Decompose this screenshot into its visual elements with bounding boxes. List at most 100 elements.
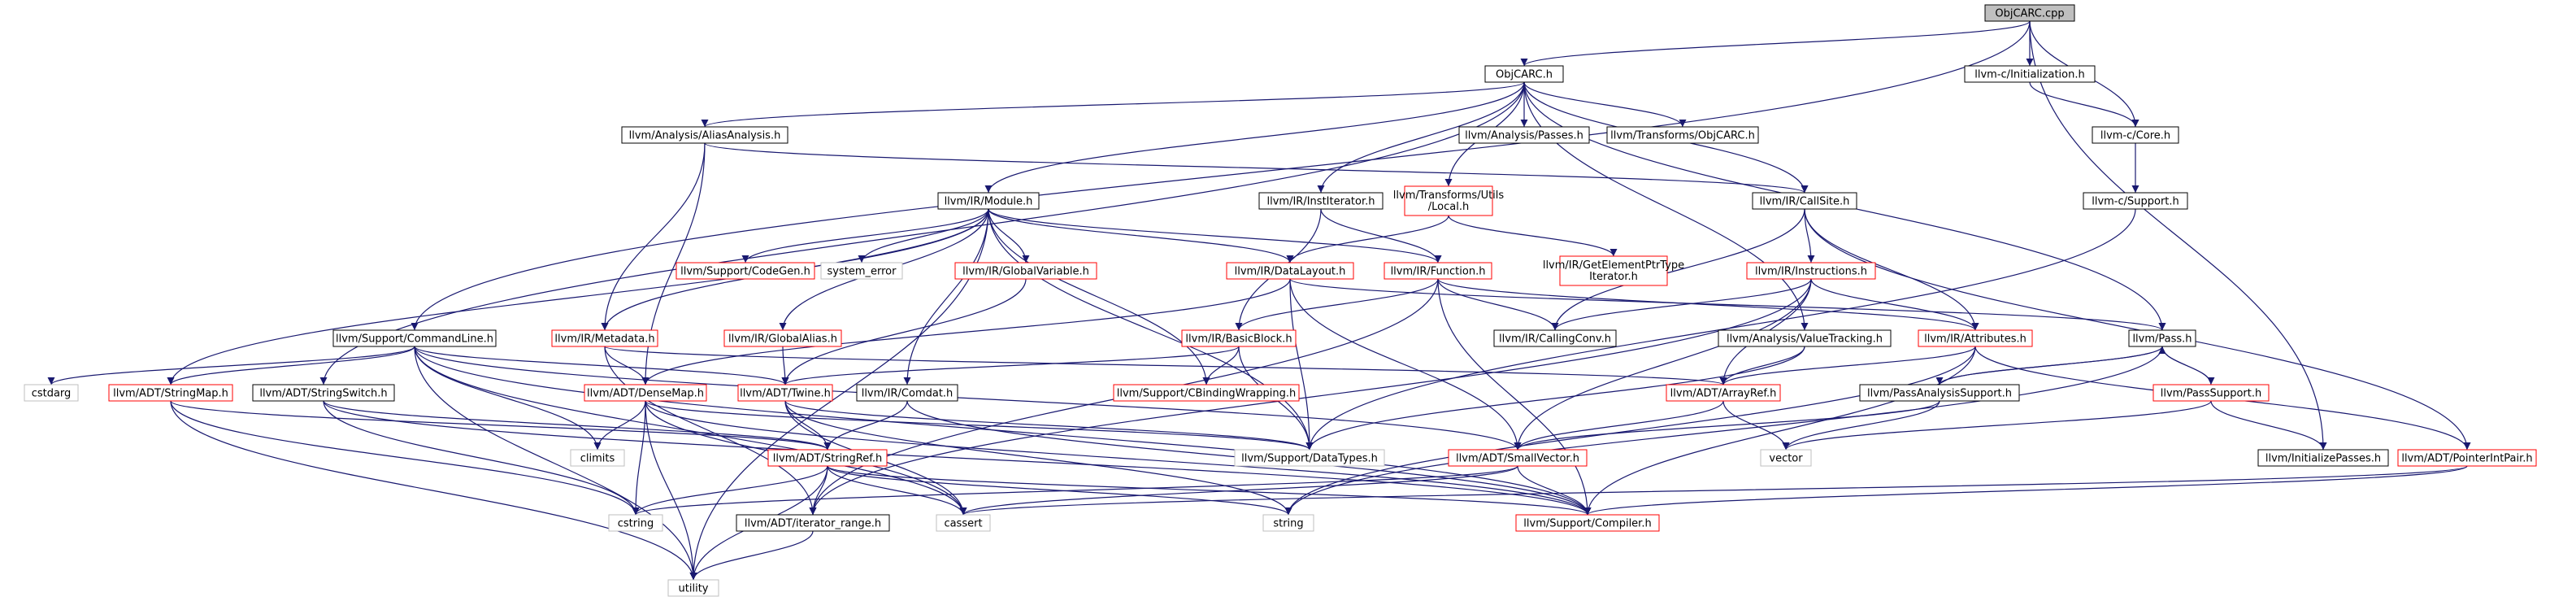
node-box	[2083, 192, 2188, 210]
node-iterrange[interactable]: llvm/ADT/iterator_range.h	[736, 514, 890, 532]
node-globalalias[interactable]: llvm/IR/GlobalAlias.h	[723, 329, 842, 347]
node-stringmap[interactable]: llvm/ADT/StringMap.h	[108, 384, 233, 402]
node-callingconv[interactable]: llvm/IR/CallingConv.h	[1493, 329, 1617, 347]
node-label: llvm/ADT/Twine.h	[740, 388, 831, 400]
edge-metadata-to-densemap	[604, 346, 649, 385]
edge-instructions-to-callingconv	[1551, 278, 1812, 331]
node-pas[interactable]: llvm/PassAnalysisSupport.h	[1859, 384, 2020, 402]
edge-cmdline-to-cassert	[414, 346, 967, 516]
edge-line	[1804, 208, 2471, 451]
node-valuetracking[interactable]: llvm/Analysis/ValueTracking.h	[1718, 329, 1892, 347]
edge-stringmap-to-utility	[170, 400, 697, 581]
edge-line	[604, 346, 649, 385]
edge-cmdline-to-twine	[414, 346, 789, 385]
edge-c_support-to-datatypes	[1305, 208, 2136, 451]
node-c-core[interactable]: llvm-c/Core.h	[2092, 126, 2179, 144]
node-label: llvm/ADT/ArrayRef.h	[1670, 388, 1777, 400]
node-comdat[interactable]: llvm/IR/Comdat.h	[856, 384, 958, 402]
node-arrayref[interactable]: llvm/ADT/ArrayRef.h	[1666, 384, 1781, 402]
node-metadata[interactable]: llvm/IR/Metadata.h	[551, 329, 658, 347]
edge-line	[809, 465, 828, 516]
edge-pas-to-smallvector	[1514, 400, 1940, 451]
node-compiler[interactable]: llvm/Support/Compiler.h	[1515, 514, 1660, 532]
node-smallvector[interactable]: llvm/ADT/SmallVector.h	[1448, 449, 1588, 467]
edge-line	[47, 346, 415, 385]
edge-function-to-attributes	[1437, 278, 1979, 331]
node-cmdline[interactable]: llvm/Support/CommandLine.h	[332, 329, 497, 347]
edge-line	[988, 208, 1294, 263]
edge-line	[784, 400, 1292, 516]
node-codegen[interactable]: llvm/Support/CodeGen.h	[675, 262, 815, 280]
edge-cmdline-to-smallvector	[414, 346, 1522, 451]
node-callsite[interactable]: llvm/IR/CallSite.h	[1752, 192, 1857, 210]
node-passes[interactable]: llvm/Analysis/Passes.h	[1458, 126, 1590, 144]
node-label: llvm/IR/Module.h	[945, 196, 1033, 208]
edge-line	[167, 346, 415, 385]
edge-stringref-to-string	[827, 465, 1292, 516]
node-stringref[interactable]: llvm/ADT/StringRef.h	[767, 449, 888, 467]
edge-valuetracking-to-datatypes	[1305, 346, 1805, 451]
edge-cmdline-to-compiler	[414, 346, 1592, 516]
node-densemap[interactable]: llvm/ADT/DenseMap.h	[584, 384, 707, 402]
node-module[interactable]: llvm/IR/Module.h	[937, 192, 1040, 210]
node-box	[936, 514, 991, 532]
edge-line	[823, 400, 908, 451]
edge-line	[604, 346, 817, 516]
node-vector: vector	[1760, 449, 1812, 467]
node-box	[551, 329, 658, 347]
node-twine[interactable]: llvm/ADT/Twine.h	[737, 384, 833, 402]
edge-line	[632, 465, 828, 516]
edge-line	[1722, 400, 1790, 451]
node-instructions[interactable]: llvm/IR/Instructions.h	[1746, 262, 1876, 280]
edge-line	[1317, 81, 1525, 194]
node-cbinding[interactable]: llvm/Support/CBindingWrapping.h	[1113, 384, 1300, 402]
node-label: llvm/ADT/SmallVector.h	[1456, 453, 1579, 465]
node-box	[736, 514, 890, 532]
edge-line	[414, 346, 789, 385]
node-label: cassert	[944, 518, 982, 530]
node-box	[820, 262, 903, 280]
edge-line	[784, 400, 1314, 451]
node-function[interactable]: llvm/IR/Function.h	[1384, 262, 1492, 280]
edge-line	[1286, 215, 1449, 263]
node-pointerintpair[interactable]: llvm/ADT/PointerIntPair.h	[2397, 449, 2537, 467]
edge-datalayout-to-smallvector	[1289, 278, 1522, 451]
node-objcarc-h[interactable]: ObjCARC.h	[1484, 65, 1564, 83]
node-institer[interactable]: llvm/IR/InstIterator.h	[1258, 192, 1384, 210]
edge-line	[604, 346, 1727, 385]
node-c-init[interactable]: llvm-c/Initialization.h	[1964, 65, 2096, 83]
node-t-objcarc[interactable]: llvm/Transforms/ObjCARC.h	[1606, 126, 1759, 144]
edge-passsupport-to-initpasses	[2210, 400, 2327, 451]
node-datalayout[interactable]: llvm/IR/DataLayout.h	[1226, 262, 1354, 280]
node-label: climits	[580, 453, 615, 465]
node-objcarc-cpp[interactable]: ObjCARC.cpp	[1984, 4, 2075, 22]
node-stringswitch[interactable]: llvm/ADT/StringSwitch.h	[252, 384, 395, 402]
node-label: llvm/InitializePasses.h	[2265, 453, 2381, 465]
edge-stringmap-to-cstring	[170, 400, 640, 516]
node-attributes[interactable]: llvm/IR/Attributes.h	[1918, 329, 2033, 347]
edge-stringswitch-to-stringref	[323, 400, 832, 451]
edge-callsite-to-attributes	[1804, 208, 1979, 331]
edge-line	[1520, 20, 2031, 67]
node-box	[1404, 185, 1493, 216]
edge-attributes-to-string	[1284, 346, 1976, 516]
edge-twine-to-datatypes	[784, 400, 1314, 451]
node-pass[interactable]: llvm/Pass.h	[2128, 329, 2196, 347]
edge-passsupport-to-vector	[1782, 400, 2212, 451]
edge-instructions-to-attributes	[1810, 278, 1979, 331]
edge-line	[1437, 278, 1979, 331]
node-c-support[interactable]: llvm-c/Support.h	[2083, 192, 2188, 210]
node-aa[interactable]: llvm/Analysis/AliasAnalysis.h	[621, 126, 788, 144]
node-box	[1984, 4, 2075, 22]
node-label: llvm/IR/GlobalAlias.h	[728, 333, 837, 346]
node-label: llvm-c/Core.h	[2100, 130, 2170, 142]
node-local[interactable]: llvm/Transforms/Utils/Local.h	[1393, 185, 1505, 216]
edge-line	[170, 400, 832, 451]
node-box	[2128, 329, 2196, 347]
node-label: llvm/IR/Attributes.h	[1924, 333, 2026, 346]
node-basicblock[interactable]: llvm/IR/BasicBlock.h	[1181, 329, 1297, 347]
node-passsupport[interactable]: llvm/PassSupport.h	[2152, 384, 2270, 402]
node-globalvar[interactable]: llvm/IR/GlobalVariable.h	[954, 262, 1097, 280]
node-initpasses[interactable]: llvm/InitializePasses.h	[2257, 449, 2389, 467]
